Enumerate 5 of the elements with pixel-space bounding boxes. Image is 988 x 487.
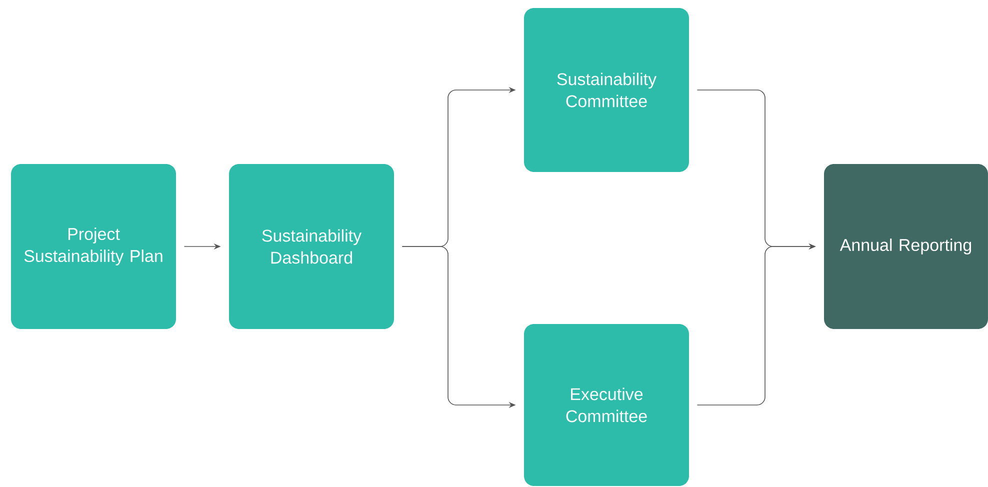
process-box: Executive Committee — [524, 324, 689, 486]
process-box: Sustainability Committee — [524, 8, 689, 172]
process-box: Project Sustainability Plan — [11, 164, 176, 329]
process-box: Sustainability Dashboard — [229, 164, 394, 329]
process-box: Annual Reporting — [824, 164, 988, 329]
